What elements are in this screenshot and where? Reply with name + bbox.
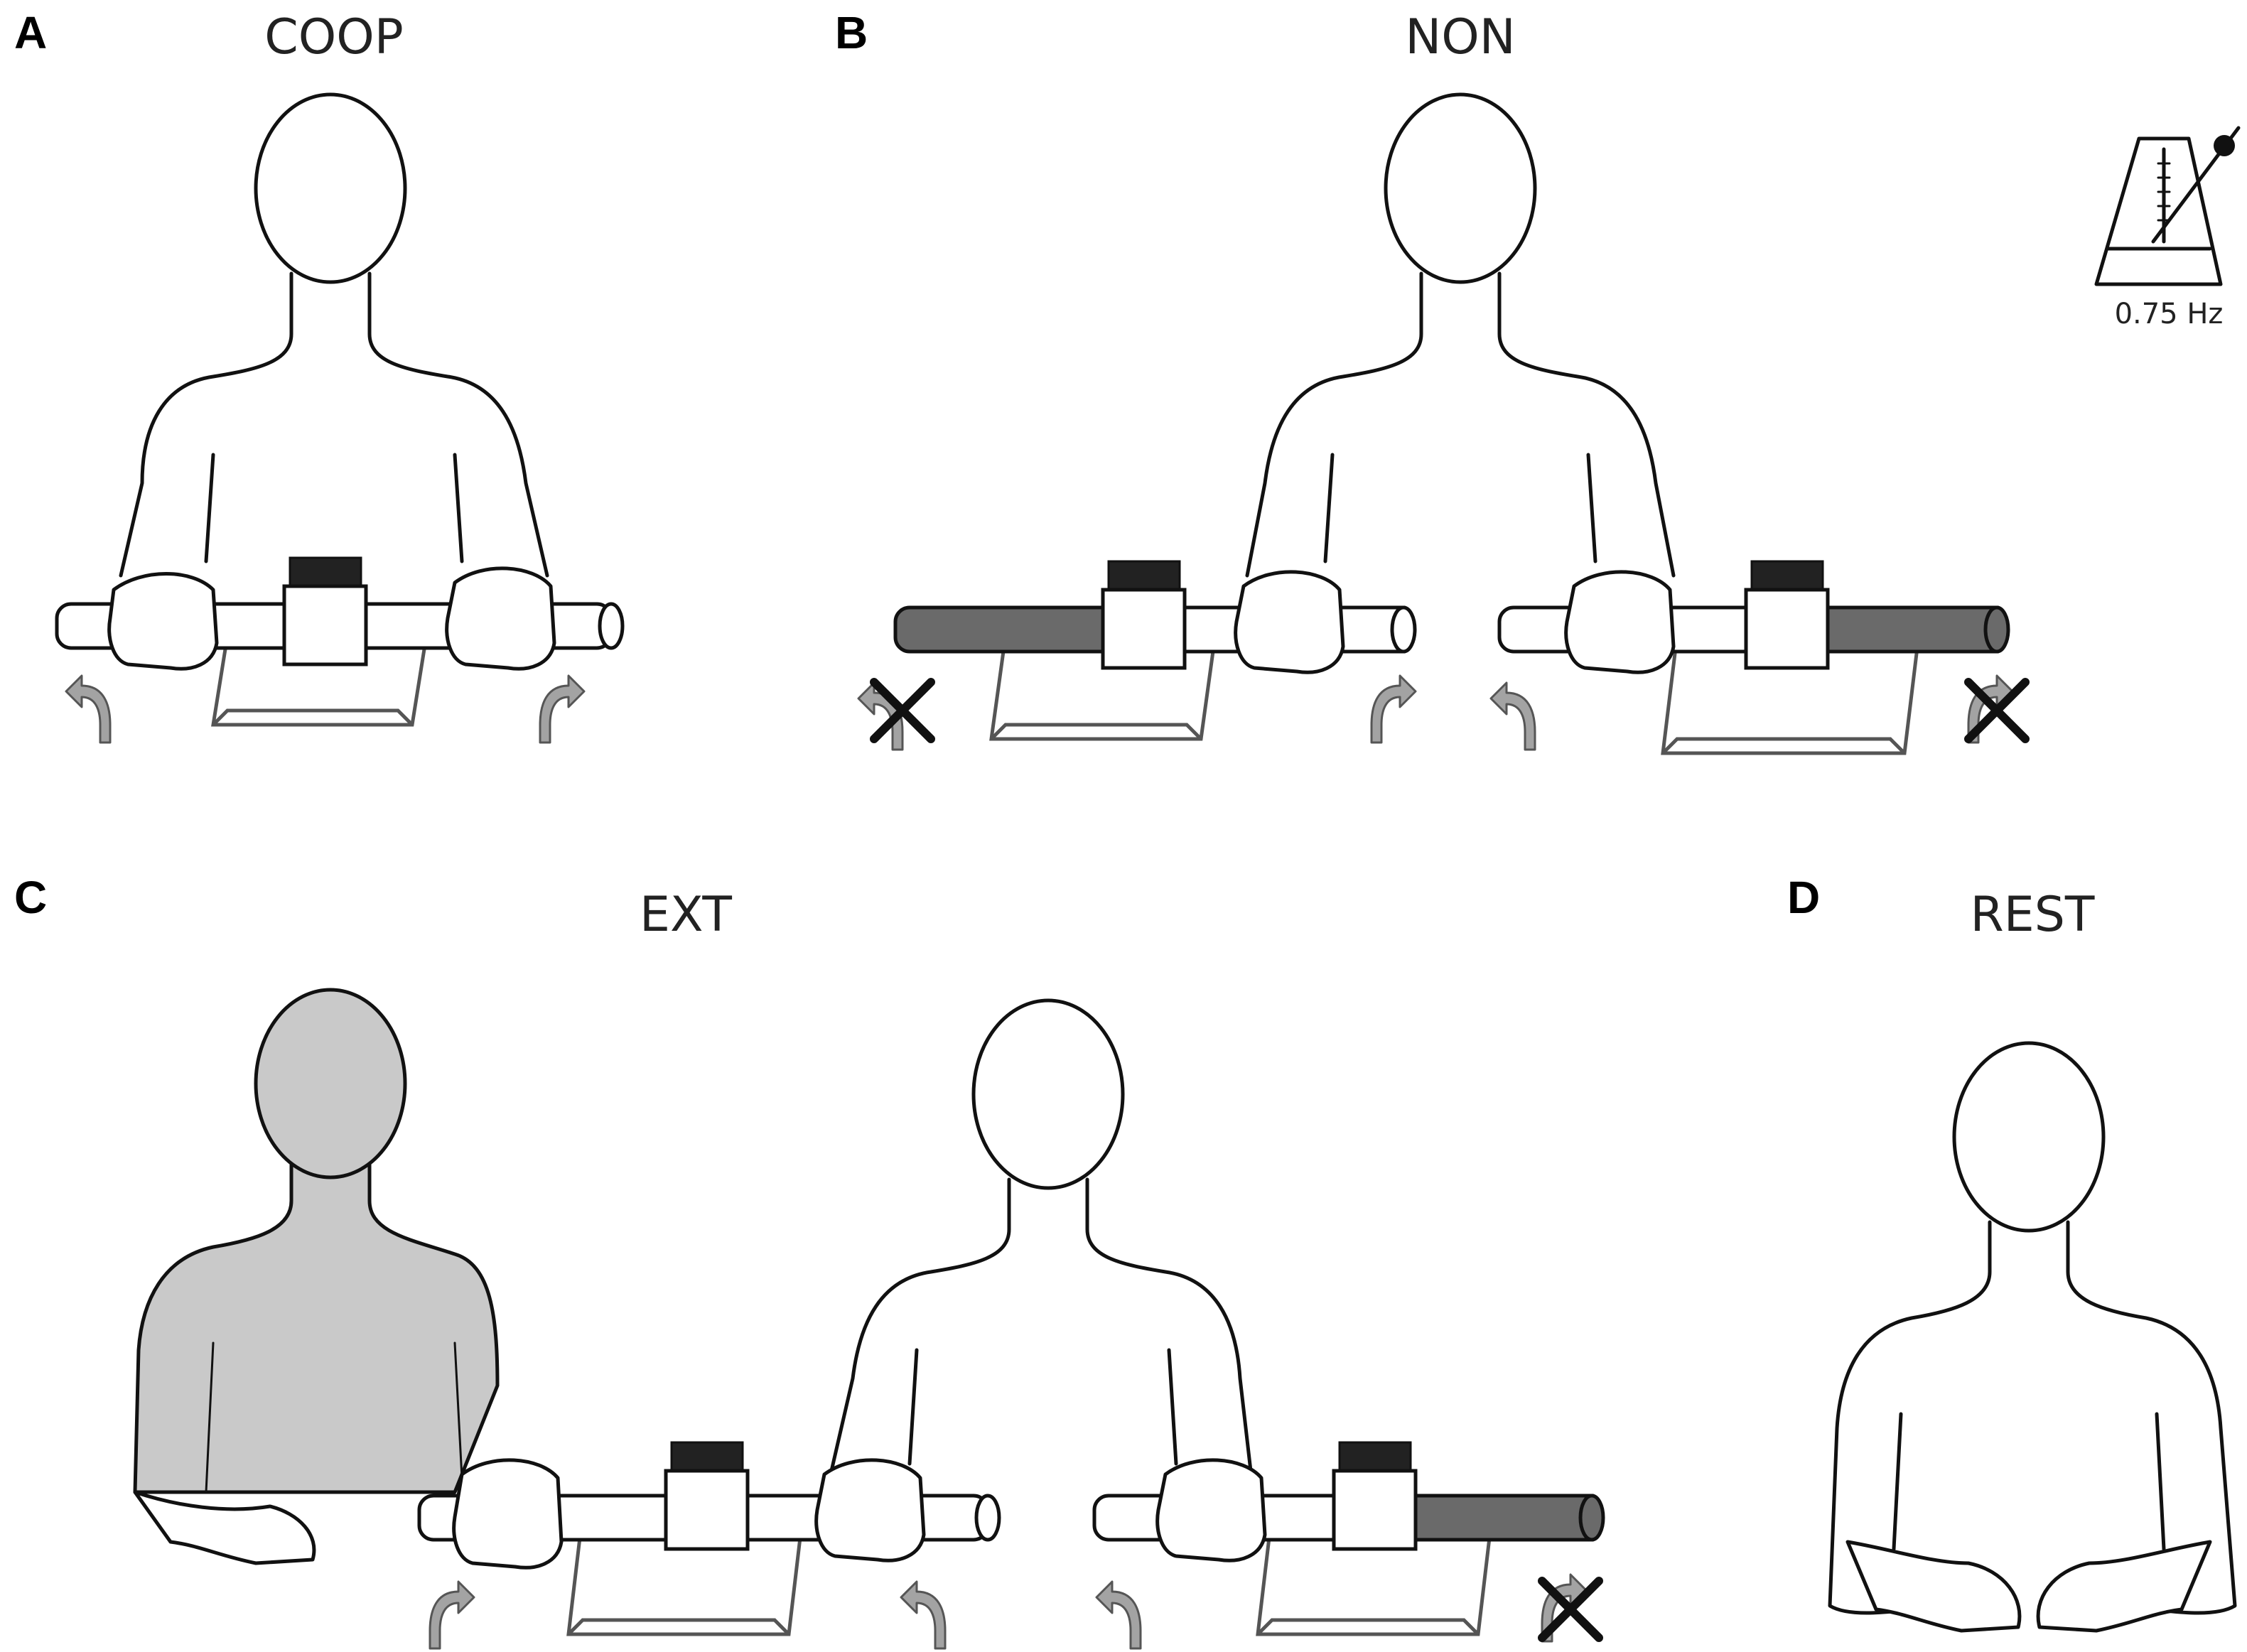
- inactive-tube-right: [1810, 605, 1999, 654]
- panel-c-letter: C: [14, 872, 47, 923]
- partner-participant: [133, 988, 500, 1565]
- participant-body-outline: [119, 271, 549, 578]
- participant-body-outline: [829, 1177, 1253, 1473]
- panel-d-letter: D: [1787, 872, 1820, 923]
- rotation-arrow-participant: [900, 1580, 947, 1650]
- tube-end: [1578, 1494, 1605, 1542]
- metronome-frequency-label: 0.75 Hz: [2115, 298, 2224, 330]
- metronome-weight: [2214, 135, 2235, 156]
- panel-a-title: COOP: [264, 9, 404, 65]
- participant-body-outline: [1828, 1220, 2237, 1615]
- rotation-arrow-left: [65, 674, 112, 744]
- panel-b: B NON: [835, 7, 2241, 755]
- partner-body: [133, 1121, 500, 1494]
- participant-head: [1384, 92, 1537, 284]
- panel-b-title: NON: [1405, 9, 1515, 65]
- right-fist: [1155, 1458, 1267, 1562]
- panel-b-letter: B: [835, 7, 868, 58]
- partner-right-fist: [452, 1458, 564, 1570]
- inactive-tube-ext: [1405, 1494, 1594, 1542]
- panel-d: D REST: [1787, 872, 2237, 1633]
- left-fist-on-shared-tube: [814, 1458, 926, 1562]
- metronome-icon: [2094, 126, 2241, 286]
- partner-arm-lines: [205, 1341, 463, 1494]
- stand-frame-participant: [1256, 1513, 1494, 1636]
- rotation-arrow-left: [1095, 1580, 1142, 1650]
- tube-end: [1390, 605, 1417, 654]
- tube-end: [598, 602, 625, 650]
- right-resting-hand: [2036, 1540, 2212, 1633]
- panel-a: A COOP: [14, 7, 625, 744]
- participant-head: [1952, 1041, 2106, 1233]
- right-fist: [1234, 570, 1345, 674]
- rotation-arrow-partner: [429, 1580, 475, 1650]
- left-resting-hand: [1845, 1540, 2022, 1633]
- rotation-arrow-left: [1489, 681, 1536, 751]
- partner-head: [254, 988, 407, 1179]
- stand-frame: [211, 635, 429, 727]
- participant-body-outline: [1245, 271, 1676, 578]
- right-fist: [445, 566, 556, 671]
- left-fist: [107, 572, 219, 671]
- tube-end: [974, 1494, 1001, 1542]
- metronome-tick-marks: [2157, 162, 2171, 222]
- participant-head: [254, 92, 407, 284]
- torque-sensor-shared: [664, 1469, 750, 1551]
- panel-c: C EXT: [14, 872, 1605, 1650]
- torque-sensor-top: [670, 1441, 744, 1472]
- cross-mark-right: [1964, 674, 2030, 744]
- participant-ext: [814, 998, 1253, 1650]
- participant-head: [971, 998, 1125, 1190]
- panel-a-letter: A: [14, 7, 47, 58]
- rotation-arrow-right: [539, 674, 586, 744]
- torque-sensor-top: [1107, 560, 1181, 591]
- cross-mark-ext: [1538, 1573, 1603, 1643]
- participant-non: [857, 92, 2030, 755]
- left-fist: [1564, 570, 1676, 674]
- inactive-tube-left: [893, 605, 1139, 654]
- torque-sensor-top: [1338, 1441, 1412, 1472]
- torque-sensor-left: [1101, 588, 1187, 670]
- partner-flat-hand: [133, 1490, 316, 1565]
- stand-frame-right: [1661, 635, 1921, 755]
- metronome: 0.75 Hz: [2094, 126, 2241, 330]
- torque-sensor-ext: [1332, 1469, 1418, 1551]
- torque-sensor-top: [289, 556, 362, 588]
- participant-rest: [1828, 1041, 2237, 1633]
- stand-frame-partner: [566, 1513, 805, 1636]
- tube-end: [1983, 605, 2010, 654]
- panel-d-title: REST: [1971, 887, 2095, 943]
- torque-sensor-top: [1750, 560, 1824, 591]
- rotation-arrow-right: [1370, 674, 1417, 744]
- torque-sensor: [282, 584, 368, 666]
- torque-sensor-right: [1744, 588, 1830, 670]
- participant-coop: [55, 92, 625, 744]
- panel-c-title: EXT: [640, 887, 732, 943]
- stand-frame-left: [989, 635, 1217, 741]
- cross-mark-left: [857, 678, 935, 751]
